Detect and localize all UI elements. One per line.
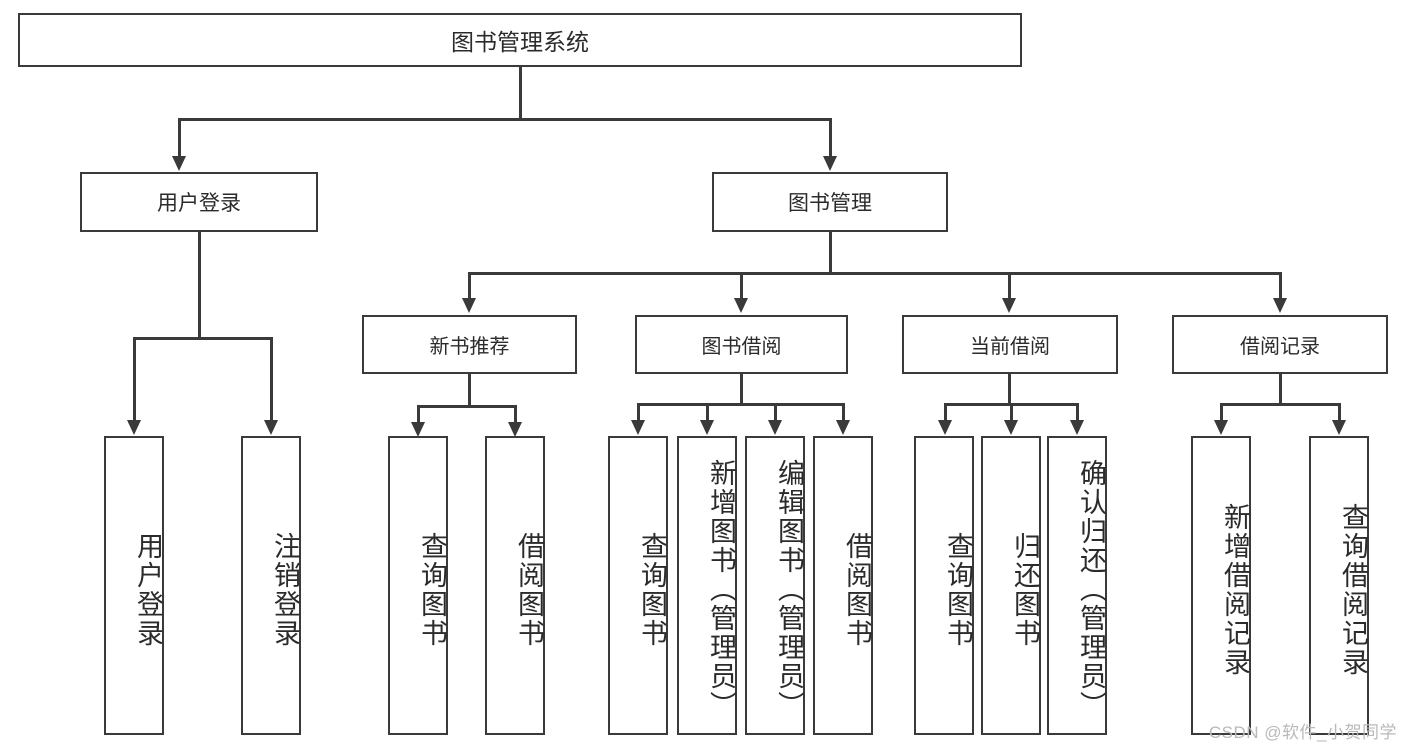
- node-label: 归还图书: [1010, 531, 1040, 648]
- node-new-book-recommend[interactable]: 新书推荐: [362, 315, 577, 374]
- arrow-book-borrow-child-3: [768, 420, 782, 435]
- connector-new-book-bar: [417, 405, 516, 408]
- node-current-borrow[interactable]: 当前借阅: [902, 315, 1118, 374]
- node-label: 用户登录: [133, 531, 163, 648]
- connector-book-manage-child-3: [1008, 272, 1011, 300]
- node-book-borrow[interactable]: 图书借阅: [635, 315, 848, 374]
- arrow-book-borrow-child-1: [631, 420, 645, 435]
- connector-current-borrow-child-2: [1010, 403, 1013, 423]
- connector-new-book-stem: [468, 374, 471, 407]
- connector-book-borrow-child-1: [637, 403, 640, 423]
- node-label: 图书管理: [788, 192, 872, 215]
- connector-book-borrow-bar: [637, 403, 843, 406]
- connector-current-borrow-child-1: [944, 403, 947, 423]
- connector-user-login-stem: [198, 232, 201, 337]
- csdn-watermark: CSDN @软件_小贺同学: [1208, 723, 1397, 742]
- arrow-to-book-borrow: [734, 298, 748, 313]
- node-label: 当前借阅: [970, 336, 1050, 358]
- connector-borrow-record-bar: [1220, 403, 1339, 406]
- connector-book-borrow-child-4: [842, 403, 845, 423]
- connector-book-manage-child-1: [468, 272, 471, 300]
- connector-root-bar: [178, 118, 831, 121]
- arrow-new-book-child-1: [411, 422, 425, 437]
- node-label: 借阅图书: [842, 531, 872, 648]
- connector-book-manage-child-2: [740, 272, 743, 300]
- arrow-to-book-manage: [823, 156, 837, 171]
- connector-book-manage-stem: [829, 232, 832, 272]
- connector-current-borrow-stem: [1008, 374, 1011, 405]
- node-label: 新增图书（管理员）: [706, 459, 736, 720]
- connector-new-book-child-2: [514, 405, 517, 425]
- leaf-borrow-record-query[interactable]: 查询借阅记录: [1309, 436, 1369, 735]
- node-label: 编辑图书（管理员）: [774, 459, 804, 720]
- arrow-borrow-record-child-1: [1214, 420, 1228, 435]
- leaf-book-borrow-borrow[interactable]: 借阅图书: [813, 436, 873, 735]
- arrow-current-borrow-child-2: [1004, 420, 1018, 435]
- node-label: 查询图书: [637, 531, 667, 648]
- arrow-to-borrow-record: [1273, 298, 1287, 313]
- leaf-current-borrow-query[interactable]: 查询图书: [914, 436, 974, 735]
- leaf-current-borrow-confirm-return[interactable]: 确认归还（管理员）: [1047, 436, 1107, 735]
- connector-book-manage-child-4: [1279, 272, 1282, 300]
- node-label: 图书借阅: [701, 336, 782, 358]
- leaf-user-login-login[interactable]: 用户登录: [104, 436, 164, 735]
- node-root-system[interactable]: 图书管理系统: [18, 13, 1022, 67]
- arrow-to-new-book-recommend: [462, 298, 476, 313]
- arrow-new-book-child-2: [508, 422, 522, 437]
- arrow-borrow-record-child-2: [1332, 420, 1346, 435]
- node-label: 查询借阅记录: [1338, 502, 1368, 677]
- connector-book-borrow-child-3: [774, 403, 777, 423]
- node-label: 新增借阅记录: [1220, 502, 1250, 677]
- leaf-book-borrow-query[interactable]: 查询图书: [608, 436, 668, 735]
- arrow-to-user-login: [172, 156, 186, 171]
- node-label: 借阅记录: [1240, 336, 1320, 358]
- node-label: 确认归还（管理员）: [1076, 459, 1106, 720]
- connector-user-login-bar: [133, 337, 272, 340]
- arrow-user-login-child-1: [127, 420, 141, 435]
- leaf-borrow-record-add[interactable]: 新增借阅记录: [1191, 436, 1251, 735]
- connector-borrow-record-child-1: [1220, 403, 1223, 423]
- arrow-user-login-child-2: [264, 420, 278, 435]
- leaf-new-book-query[interactable]: 查询图书: [388, 436, 448, 735]
- connector-current-borrow-child-3: [1076, 403, 1079, 423]
- node-label: 注销登录: [270, 531, 300, 648]
- arrow-current-borrow-child-1: [938, 420, 952, 435]
- node-label: 借阅图书: [514, 531, 544, 648]
- connector-user-login-child-1: [133, 337, 136, 422]
- node-label: 图书管理系统: [451, 29, 589, 55]
- arrow-book-borrow-child-2: [700, 420, 714, 435]
- arrow-book-borrow-child-4: [836, 420, 850, 435]
- leaf-new-book-borrow[interactable]: 借阅图书: [485, 436, 545, 735]
- connector-root-to-user-login: [178, 118, 181, 158]
- node-label: 查询图书: [943, 531, 973, 648]
- node-label: 新书推荐: [429, 336, 510, 358]
- connector-borrow-record-stem: [1279, 374, 1282, 405]
- leaf-user-login-logout[interactable]: 注销登录: [241, 436, 301, 735]
- node-user-login[interactable]: 用户登录: [80, 172, 318, 232]
- leaf-book-borrow-add[interactable]: 新增图书（管理员）: [677, 436, 737, 735]
- connector-user-login-child-2: [270, 337, 273, 422]
- connector-root-to-book-manage: [829, 118, 832, 158]
- arrow-to-current-borrow: [1002, 298, 1016, 313]
- arrow-current-borrow-child-3: [1070, 420, 1084, 435]
- connector-borrow-record-child-2: [1338, 403, 1341, 423]
- connector-book-borrow-child-2: [706, 403, 709, 423]
- node-label: 用户登录: [157, 192, 241, 215]
- node-label: 查询图书: [417, 531, 447, 648]
- node-book-management[interactable]: 图书管理: [712, 172, 948, 232]
- leaf-current-borrow-return[interactable]: 归还图书: [981, 436, 1041, 735]
- connector-root-stem: [519, 67, 522, 118]
- connector-book-borrow-stem: [740, 374, 743, 405]
- node-borrow-record[interactable]: 借阅记录: [1172, 315, 1388, 374]
- leaf-book-borrow-edit[interactable]: 编辑图书（管理员）: [745, 436, 805, 735]
- connector-new-book-child-1: [417, 405, 420, 425]
- connector-book-manage-bar: [468, 272, 1280, 275]
